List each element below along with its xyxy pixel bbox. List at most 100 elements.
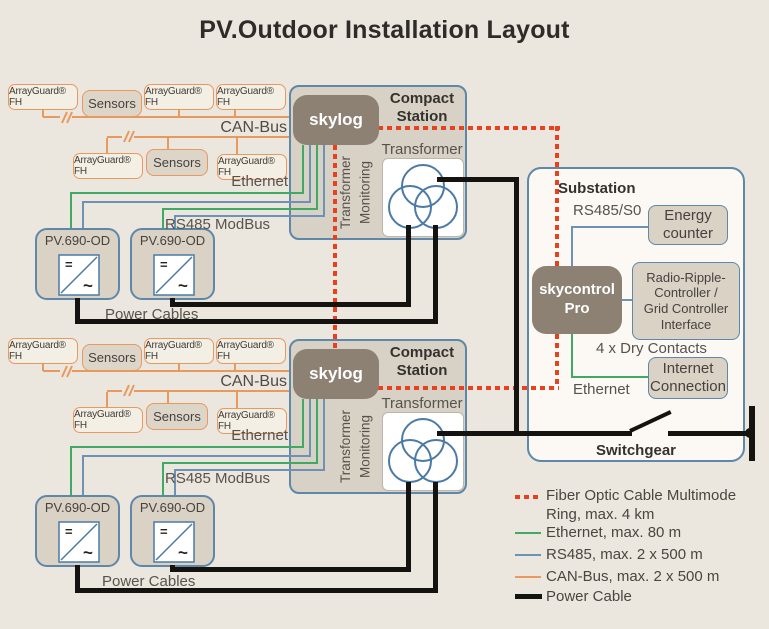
can-bus-line [107,390,293,392]
switchgear-label: Switchgear [595,442,677,459]
arrayguard-box: ArrayGuard® FH [216,338,286,364]
radio-ripple-controller-box: Radio-Ripple- Controller / Grid Controll… [632,262,740,340]
power-cable [668,431,752,436]
power-cable [75,319,438,324]
ethernet-line [162,462,164,495]
transformer-label: Transformer [381,141,463,158]
ethernet-line [70,446,304,448]
compact-station-label: Compact Station [389,90,455,125]
rs485-line [309,399,311,455]
inverter-symbol-icon: = ~ [153,521,195,563]
power-cable [433,225,438,324]
dry-contacts-label: 4 x Dry Contacts [596,340,707,357]
power-cable [406,225,411,307]
ethernet-line [162,208,318,210]
arrayguard-box: ArrayGuard® FH [8,84,78,110]
inverter-label: PV.690-OD [139,500,206,515]
power-cable [170,302,411,307]
power-cable [75,588,438,593]
fiber-optic-line [378,386,559,390]
ethernet-line [70,192,304,194]
svg-text:~: ~ [178,543,188,562]
svg-text:=: = [160,524,168,539]
legend-canbus-swatch [515,576,541,578]
transformer-symbol [382,158,464,237]
skycontrol-pro-device: skycontrol Pro [532,266,622,334]
rs485-line [82,201,311,203]
fiber-optic-line [555,334,559,388]
rs485-line [82,455,84,495]
legend-rs485-label: RS485, max. 2 x 500 m [546,546,703,563]
ethernet-label: Ethernet [231,427,288,444]
power-cables-label: Power Cables [102,573,196,590]
power-cable [437,177,519,182]
busbar-junction-dot [745,428,755,438]
power-cables-label: Power Cables [105,306,199,323]
can-bus-drop [167,392,169,403]
rs485-line [323,399,325,469]
svg-text:~: ~ [83,276,93,295]
substation-label: Substation [558,180,636,197]
ethernet-label: Ethernet [573,381,630,398]
arrayguard-box: ArrayGuard® FH [144,84,214,110]
inverter-symbol-icon: = ~ [58,254,100,296]
arrayguard-box: ArrayGuard® FH [73,407,143,433]
can-bus-drop [42,109,44,117]
svg-text:~: ~ [178,276,188,295]
ethernet-label: Ethernet [231,173,288,190]
inverter-symbol-icon: = ~ [153,254,195,296]
legend-fiber-swatch [515,495,541,499]
power-cable [75,298,80,324]
rs485-line [174,469,325,471]
ethernet-line [70,192,72,228]
station-group-top: ArrayGuard® FH Sensors ArrayGuard® FH Ar… [0,0,480,340]
arrayguard-box: ArrayGuard® FH [217,408,287,434]
rs485-line [174,469,176,495]
svg-text:=: = [65,257,73,272]
legend-ethernet-swatch [515,532,541,534]
arrayguard-box: ArrayGuard® FH [8,338,78,364]
rs485-modbus-label: RS485 ModBus [165,216,271,233]
inverter-box: PV.690-OD = ~ [35,228,120,300]
ethernet-line [302,145,304,192]
ethernet-line [571,376,648,378]
skylog-device: skylog [293,349,379,399]
cable-break-icon [58,109,74,125]
can-bus-drop [178,109,180,117]
can-bus-drop [106,138,108,153]
transformer-label: Transformer [381,395,463,412]
can-bus-label: CAN-Bus [220,373,287,390]
ethernet-line [316,399,318,462]
power-cable [406,482,411,572]
page-title: PV.Outdoor Installation Layout [199,16,570,44]
can-bus-drop [42,363,44,371]
can-bus-drop [234,109,236,117]
legend-power-label: Power Cable [546,588,632,605]
legend-rs485-swatch [515,554,541,556]
internet-connection-box: Internet Connection [648,357,728,399]
ethernet-line [316,145,318,208]
svg-text:=: = [65,524,73,539]
cable-break-icon [58,363,74,379]
rs485-modbus-label: RS485 ModBus [165,470,271,487]
svg-text:=: = [160,257,168,272]
arrayguard-box: ArrayGuard® FH [144,338,214,364]
can-bus-drop [178,363,180,371]
legend-fiber-label: Fiber Optic Cable Multimode Ring, max. 4… [546,487,737,523]
can-bus-drop [167,138,169,149]
inverter-box: PV.690-OD = ~ [130,228,215,300]
rs485-line [174,215,176,228]
inverter-label: PV.690-OD [139,233,206,248]
sensors-box: Sensors [82,90,142,117]
transformer-monitoring-label: Transformer Monitoring [338,155,373,229]
fiber-optic-line [333,145,337,349]
inverter-label: PV.690-OD [44,233,111,248]
ethernet-line [70,446,72,495]
ethernet-line [302,399,304,446]
energy-counter-box: Energy counter [648,205,728,245]
rs485-s0-label: RS485/S0 [573,202,642,219]
svg-text:~: ~ [83,543,93,562]
transformer-symbol [382,412,464,491]
compact-station-label: Compact Station [389,344,455,379]
cable-break-icon [120,128,136,144]
